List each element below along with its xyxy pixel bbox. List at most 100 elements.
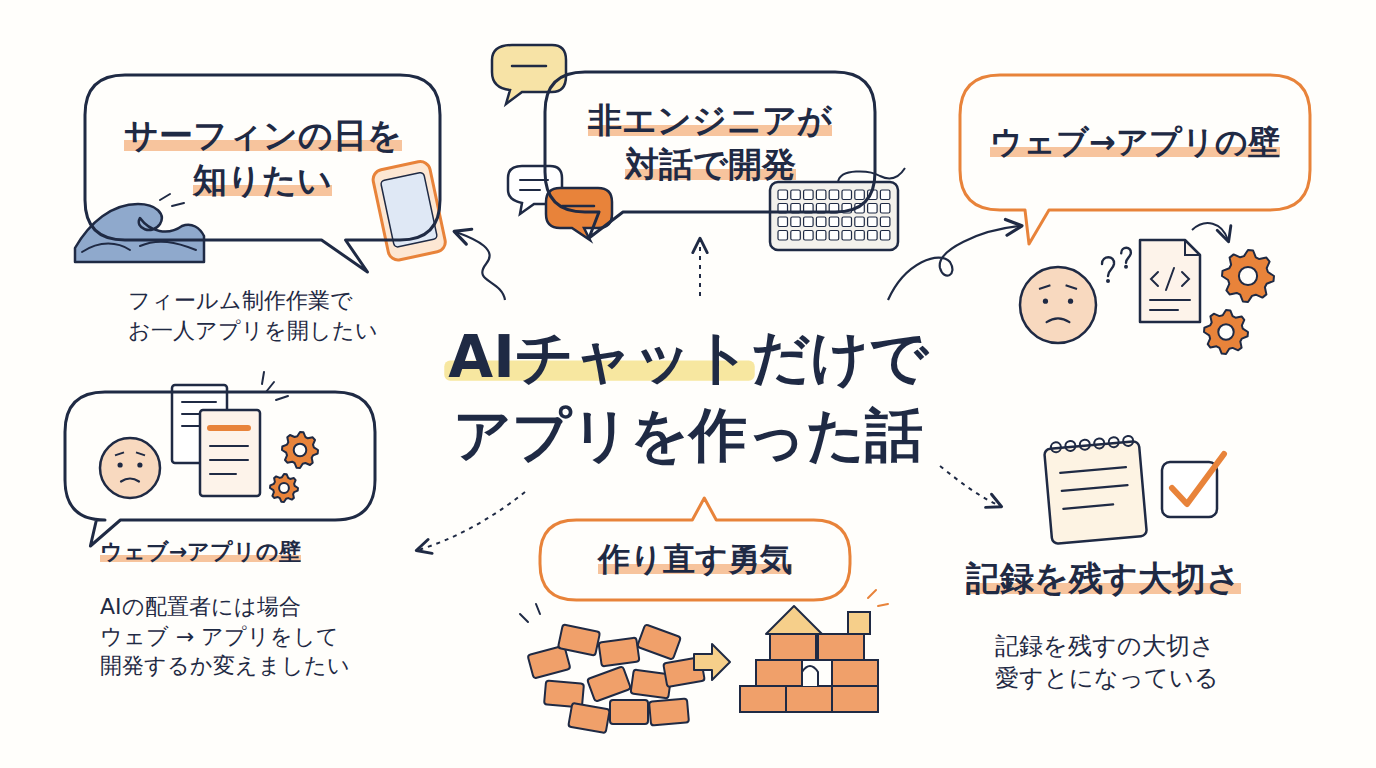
question-mark (1121, 248, 1131, 263)
face-icon (1020, 267, 1096, 343)
castle-block (786, 686, 832, 712)
toy-block (587, 666, 631, 702)
pointer-arrow (940, 466, 1000, 506)
speech-bubble: 非エンジニアが 対話で開発 (545, 72, 875, 212)
text-frame: ウェブ→アプリの壁 (970, 122, 1300, 164)
document-icon (200, 410, 260, 496)
notepad-body (1044, 441, 1147, 544)
question-dot (1106, 279, 1110, 283)
keyboard-key (842, 217, 852, 227)
pointer-arrow (456, 232, 505, 300)
gear-icon (282, 432, 318, 468)
diagram-title: AIチャットだけで アプリを作った話 (428, 318, 948, 475)
face-brow (115, 452, 145, 455)
note-text: フィールム制作作業で お一人アプリを開したい (128, 288, 378, 343)
question-mark (1102, 257, 1114, 276)
label-frame: フィールム制作作業で お一人アプリを開したい (128, 286, 418, 345)
keyboard-key (855, 231, 865, 241)
document-bar (210, 425, 248, 431)
spark-lines (868, 590, 888, 606)
notepad-ring (1065, 441, 1076, 452)
keyboard-key (816, 190, 826, 200)
block-arrow (694, 644, 730, 680)
keyboard-key (778, 231, 788, 241)
castle-block (756, 660, 802, 686)
text-frame: ウェブ→アプリの壁 (100, 537, 430, 567)
bubble-text: 非エンジニアが 対話で開発 (588, 100, 832, 184)
castle-block (740, 686, 786, 712)
keyboard-key (880, 231, 890, 241)
toy-block (599, 637, 640, 666)
notepad-ring (1123, 435, 1134, 446)
chat-bubble-icon (546, 188, 612, 240)
gear-hole (1239, 267, 1257, 285)
text-frame: 作り直す勇気 (550, 539, 840, 581)
castle-arch (802, 666, 818, 686)
text-frame: サーフィンの日を 知りたい (113, 113, 413, 201)
pointer-arrow (699, 240, 701, 296)
note-text: 記録を残すの大切さ 愛すとになっている (995, 632, 1219, 692)
text-frame: 非エンジニアが 対話で開発 (580, 98, 840, 186)
bubble-border (540, 498, 850, 600)
face-eye (118, 462, 123, 467)
keyboard-key (804, 190, 814, 200)
bubble-outline (85, 75, 440, 240)
gear-hole (1218, 324, 1233, 339)
keyboard-key (791, 231, 801, 241)
bubble-border (85, 75, 440, 272)
shake-lines (520, 604, 540, 622)
keyboard-key (880, 204, 890, 214)
keyboard-key (804, 231, 814, 241)
document-lines (210, 446, 248, 474)
keyboard-key (855, 217, 865, 227)
section-heading: ウェブ→アプリの壁 (100, 539, 301, 564)
keyboard-key (868, 231, 878, 241)
keyboard-key (791, 190, 801, 200)
keyboard-key (829, 217, 839, 227)
face-eye (1068, 299, 1073, 304)
keyboard-key (855, 190, 865, 200)
gear-hole (294, 444, 307, 457)
toy-block (637, 624, 681, 660)
face-eye (1043, 299, 1048, 304)
notepad-ring (1079, 439, 1090, 450)
document-icon (1140, 240, 1200, 322)
section-body: AIの配置者には場合 ウェブ → アプリをして 開発するか変えましたい (100, 594, 350, 678)
keyboard-key (816, 231, 826, 241)
wave-icon (75, 204, 204, 262)
toy-block (649, 698, 689, 725)
section-heading: 記録を残す大切さ (966, 558, 1241, 598)
keyboard-key (816, 217, 826, 227)
castle-block (770, 634, 816, 660)
gear-icon (1204, 310, 1248, 354)
toy-block (568, 703, 610, 733)
gear-icon (1222, 250, 1274, 302)
castle-roof (766, 606, 822, 634)
toy-block (558, 624, 600, 655)
keyboard-icon (770, 182, 898, 250)
face-eye (137, 462, 142, 467)
face-mouth (121, 479, 139, 482)
question-dot (1124, 265, 1128, 269)
notepad-ring (1108, 437, 1119, 448)
spark-lines (262, 372, 288, 400)
chat-line (520, 180, 548, 190)
notepad-icon (1044, 435, 1147, 544)
document-fold (1185, 240, 1200, 255)
keyboard-key (868, 217, 878, 227)
toy-block (610, 700, 648, 724)
chat-bubble-icon (492, 45, 566, 104)
bubble-outline (65, 392, 375, 520)
speech-bubble: ウェブ→アプリの壁 (960, 75, 1310, 210)
pointer-arrow (888, 226, 1020, 300)
bubble-text: サーフィンの日を 知りたい (124, 115, 402, 199)
bubble-text: 作り直す勇気 (598, 540, 792, 578)
speech-bubble: サーフィンの日を 知りたい (85, 75, 440, 240)
small-arrow (1192, 223, 1228, 240)
chat-line (562, 205, 594, 208)
keyboard-key (804, 217, 814, 227)
face-mouth (1047, 318, 1070, 322)
castle-block (818, 634, 864, 660)
keyboard-key (868, 204, 878, 214)
